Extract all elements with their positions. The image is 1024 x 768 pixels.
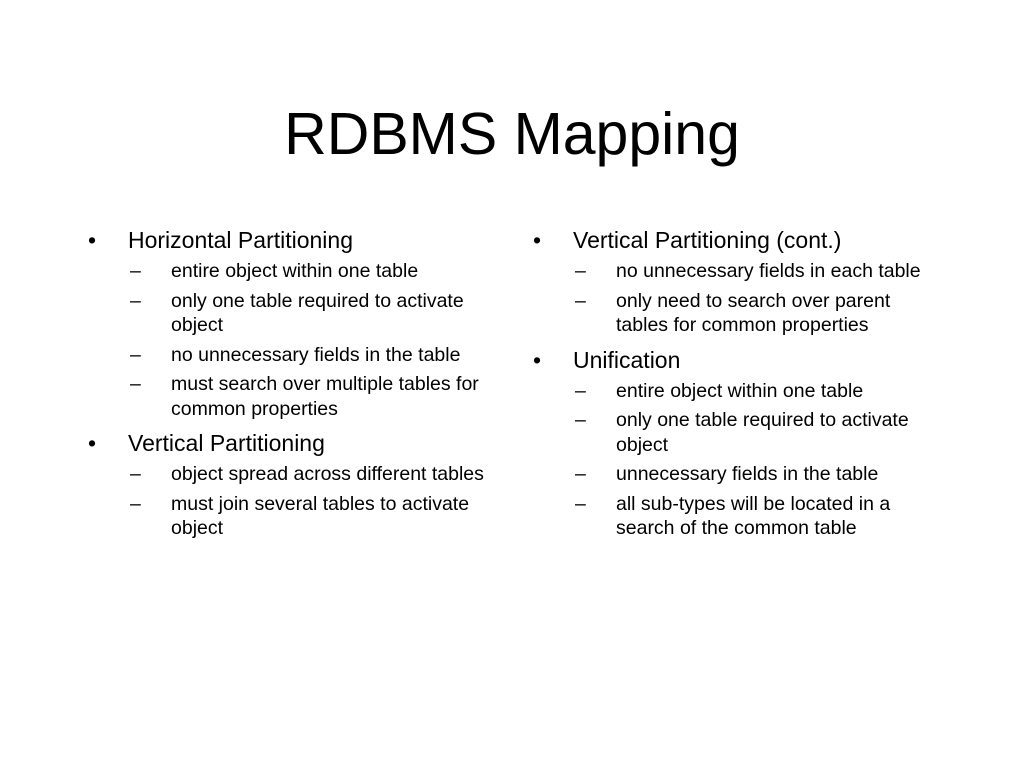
sub-text: only one table required to activate obje…	[616, 409, 909, 456]
sub-text: entire object within one table	[616, 379, 864, 402]
bullet-item-unification: • Unification – entire object within one…	[531, 346, 931, 541]
sub-text: must search over multiple tables for com…	[171, 373, 479, 420]
sub-text: only one table required to activate obje…	[171, 289, 464, 337]
sub-marker: –	[575, 379, 586, 402]
bullet-text: Vertical Partitioning	[128, 430, 325, 456]
slide-title: RDBMS Mapping	[284, 101, 740, 167]
bullet-row: • Vertical Partitioning	[86, 429, 486, 457]
sub-item: – only one table required to activate ob…	[126, 289, 486, 338]
sub-marker: –	[575, 463, 586, 485]
bullet-marker: •	[88, 227, 97, 253]
sub-item: – must search over multiple tables for c…	[126, 372, 486, 421]
bullet-item-horizontal-partitioning: • Horizontal Partitioning – entire objec…	[86, 226, 486, 421]
sub-list: – no unnecessary fields in each table – …	[571, 259, 931, 338]
bullet-marker: •	[533, 227, 542, 253]
sub-list: – entire object within one table – only …	[126, 259, 486, 421]
bullet-row: • Horizontal Partitioning	[86, 226, 486, 254]
bullet-text: Vertical Partitioning (cont.)	[573, 227, 842, 253]
sub-item: – must join several tables to activate o…	[126, 492, 486, 541]
bullet-marker: •	[533, 346, 542, 373]
bullet-item-vertical-partitioning: • Vertical Partitioning – object spread …	[86, 429, 486, 541]
sub-text: must join several tables to activate obj…	[171, 492, 470, 540]
sub-item: – no unnecessary fields in the table	[126, 343, 486, 368]
sub-marker: –	[130, 289, 141, 312]
sub-text: entire object within one table	[171, 260, 419, 282]
sub-text: no unnecessary fields in the table	[171, 343, 461, 366]
sub-list: – entire object within one table – only …	[571, 379, 931, 541]
bullet-list-right: • Vertical Partitioning (cont.) – no unn…	[531, 226, 931, 541]
sub-marker: –	[130, 260, 141, 282]
sub-list: – object spread across different tables …	[126, 462, 486, 541]
sub-marker: –	[575, 289, 586, 312]
sub-text: all sub-types will be located in a searc…	[616, 492, 891, 540]
sub-item: – only need to search over parent tables…	[571, 289, 931, 338]
sub-marker: –	[575, 260, 586, 282]
sub-marker: –	[575, 492, 586, 515]
sub-text: no unnecessary fields in each table	[616, 260, 921, 282]
sub-item: – no unnecessary fields in each table	[571, 259, 931, 284]
sub-item: – entire object within one table	[571, 379, 931, 404]
bullet-row: • Unification	[531, 346, 931, 374]
bullet-text: Unification	[573, 346, 681, 373]
sub-marker: –	[130, 343, 141, 366]
bullet-item-vertical-partitioning-cont: • Vertical Partitioning (cont.) – no unn…	[531, 226, 931, 338]
sub-item: – entire object within one table	[126, 259, 486, 284]
right-column: • Vertical Partitioning (cont.) – no unn…	[531, 226, 931, 549]
sub-marker: –	[130, 463, 141, 485]
bullet-row: • Vertical Partitioning (cont.)	[531, 226, 931, 254]
bullet-text: Horizontal Partitioning	[128, 227, 354, 253]
sub-marker: –	[575, 409, 586, 431]
sub-item: – only one table required to activate ob…	[571, 408, 931, 457]
left-column: • Horizontal Partitioning – entire objec…	[86, 226, 486, 549]
sub-marker: –	[130, 373, 141, 395]
sub-item: – unnecessary fields in the table	[571, 462, 931, 487]
sub-item: – object spread across different tables	[126, 462, 486, 487]
sub-marker: –	[130, 492, 141, 515]
sub-item: – all sub-types will be located in a sea…	[571, 492, 931, 541]
sub-text: only need to search over parent tables f…	[616, 289, 891, 337]
bullet-marker: •	[88, 430, 97, 456]
sub-text: unnecessary fields in the table	[616, 463, 879, 485]
bullet-list-left: • Horizontal Partitioning – entire objec…	[86, 226, 486, 541]
sub-text: object spread across different tables	[171, 463, 484, 485]
